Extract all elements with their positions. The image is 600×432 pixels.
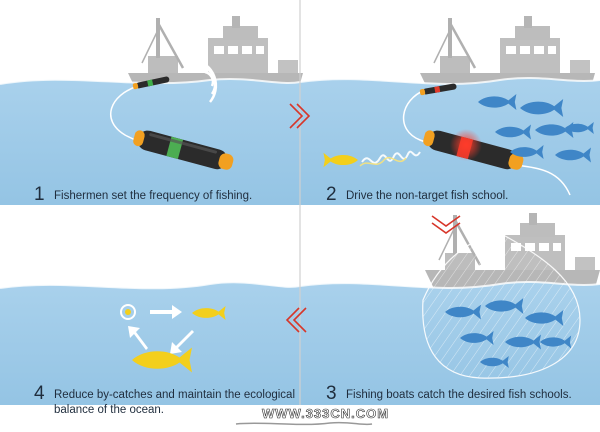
caption-number: 3 xyxy=(326,383,337,404)
arrow-up-left-icon xyxy=(128,326,148,350)
chevron-down-icon xyxy=(431,215,461,234)
watermark-scribble xyxy=(235,421,373,426)
caption-4: 4 Reduce by-catches and maintain the eco… xyxy=(34,383,295,416)
lifecycle-arrows xyxy=(128,305,194,354)
arrow-right-icon xyxy=(150,305,182,319)
caption-text-line2: balance of the ocean. xyxy=(54,404,164,416)
caption-text-line1: Reduce by-catches and maintain the ecolo… xyxy=(54,389,295,401)
caption-number: 2 xyxy=(326,184,337,205)
sonar-wave-icon xyxy=(194,58,218,103)
caption-2: 2 Drive the non-target fish school. xyxy=(326,184,508,205)
chevron-right-icon xyxy=(289,103,311,129)
ocean-water xyxy=(0,282,300,405)
caption-1: 1 Fishermen set the frequency of fishing… xyxy=(34,184,252,205)
panel-1 xyxy=(0,14,305,205)
fish-egg-icon xyxy=(120,304,136,320)
surface-buoy-icon xyxy=(419,83,457,96)
surface-buoy-icon xyxy=(132,76,170,90)
caption-3: 3 Fishing boats catch the desired fish s… xyxy=(326,383,572,404)
panel-3 xyxy=(299,211,600,405)
signal-light-icon xyxy=(450,129,482,161)
watermark: WWW.333CN.COM xyxy=(262,406,389,421)
caption-number: 1 xyxy=(34,184,45,205)
caption-text: Fishing boats catch the desired fish sch… xyxy=(346,389,572,401)
panel-4 xyxy=(0,281,301,405)
chevron-left-icon xyxy=(285,307,307,333)
caption-number: 4 xyxy=(34,383,45,404)
acoustic-pulse-icon xyxy=(359,150,421,167)
acoustic-device-icon xyxy=(133,130,234,170)
caption-text: Drive the non-target fish school. xyxy=(346,190,508,202)
caption-text: Fishermen set the frequency of fishing. xyxy=(54,190,252,202)
panel-2 xyxy=(299,14,600,205)
arrow-down-left-icon xyxy=(170,330,194,354)
